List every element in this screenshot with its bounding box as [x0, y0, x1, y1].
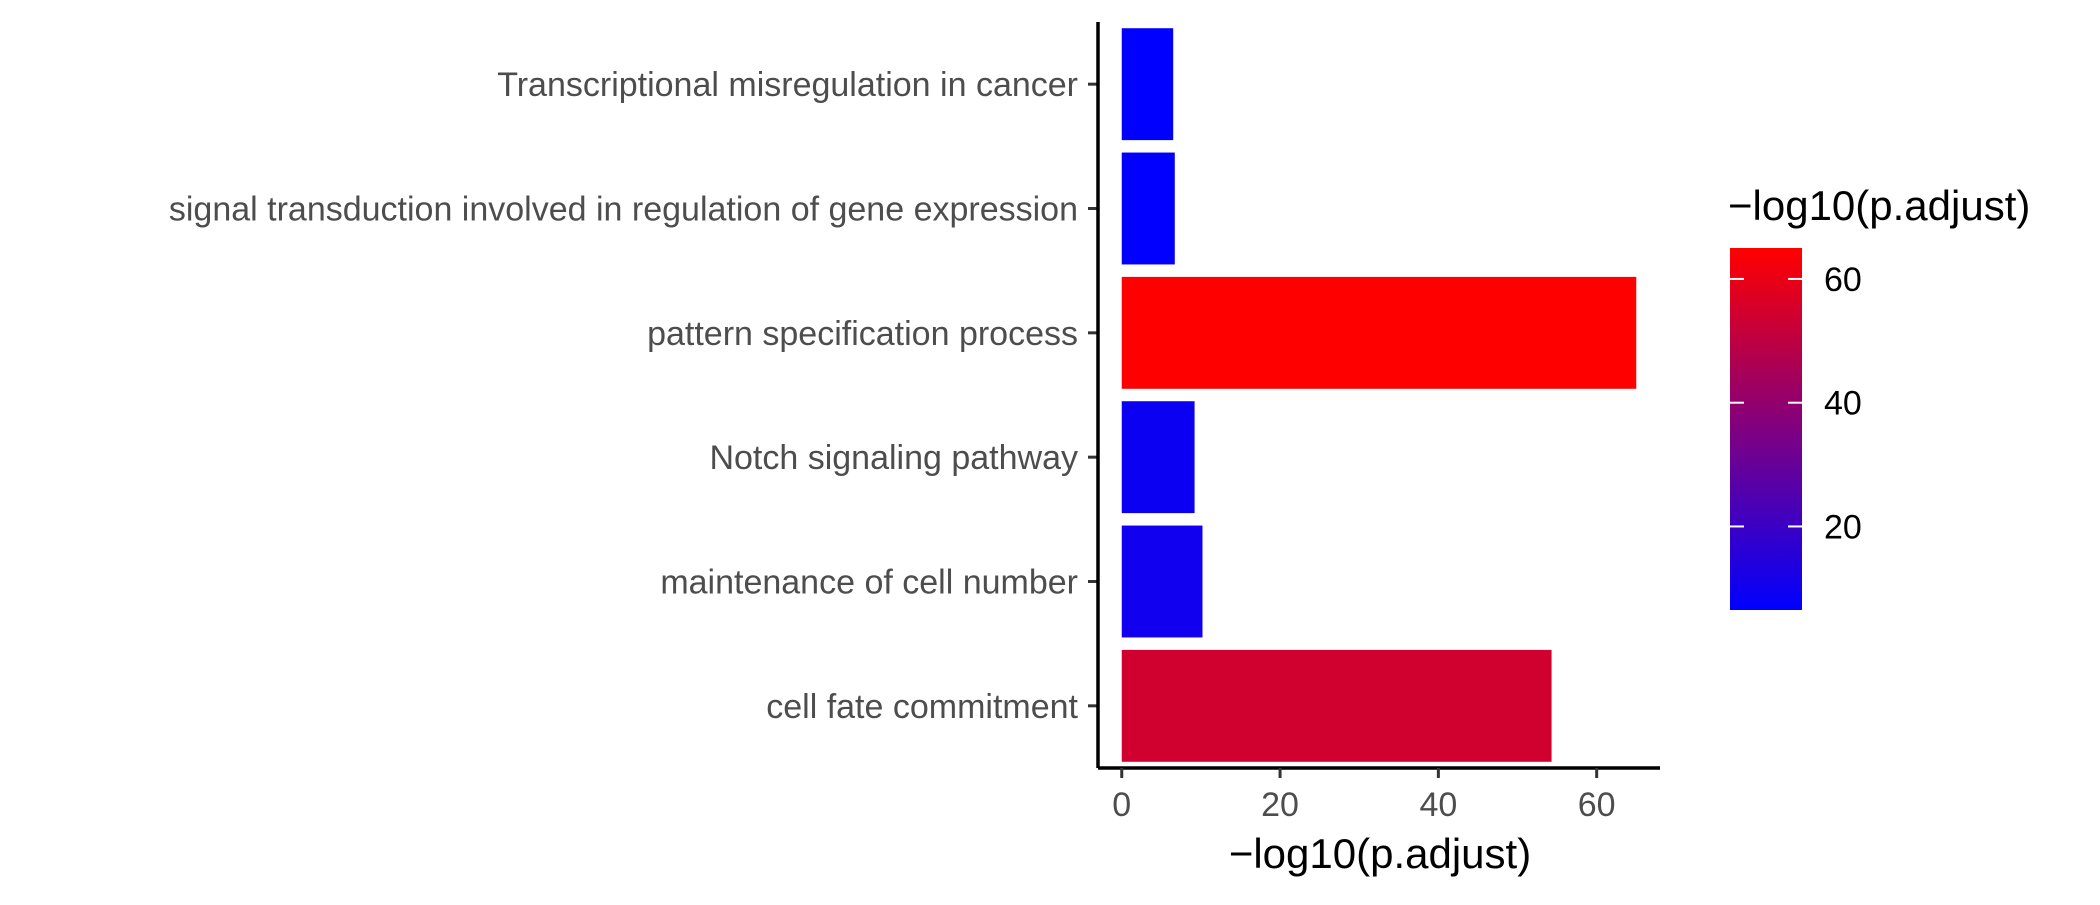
- bar: [1121, 276, 1637, 389]
- y-tick-label: signal transduction involved in regulati…: [169, 191, 1078, 229]
- colorbar-tick-label: 20: [1824, 508, 1862, 546]
- axes-layer: [1088, 22, 1660, 778]
- colorbar-legend: −log10(p.adjust) 20 40 60: [1728, 182, 2030, 610]
- bars-layer: [1121, 28, 1637, 762]
- bar: [1121, 525, 1203, 638]
- labels-layer: Transcriptional misregulation in cancer s…: [169, 66, 1616, 824]
- x-axis-title: −log10(p.adjust): [1229, 830, 1531, 877]
- bar: [1121, 152, 1175, 265]
- colorbar-tick-label: 60: [1824, 261, 1862, 299]
- x-tick-label: 60: [1578, 786, 1616, 824]
- bar: [1121, 28, 1174, 141]
- bar: [1121, 649, 1552, 762]
- colorbar: [1730, 248, 1802, 610]
- x-tick-label: 20: [1261, 786, 1299, 824]
- y-tick-label: pattern specification process: [647, 315, 1078, 353]
- y-tick-label: Transcriptional misregulation in cancer: [497, 66, 1078, 104]
- x-tick-label: 0: [1112, 786, 1131, 824]
- legend-title: −log10(p.adjust): [1728, 182, 2030, 229]
- bar: [1121, 401, 1195, 514]
- y-tick-label: Notch signaling pathway: [709, 439, 1078, 477]
- y-tick-label: cell fate commitment: [766, 688, 1078, 726]
- x-tick-label: 40: [1419, 786, 1457, 824]
- colorbar-tick-label: 40: [1824, 385, 1862, 423]
- y-tick-label: maintenance of cell number: [660, 564, 1078, 602]
